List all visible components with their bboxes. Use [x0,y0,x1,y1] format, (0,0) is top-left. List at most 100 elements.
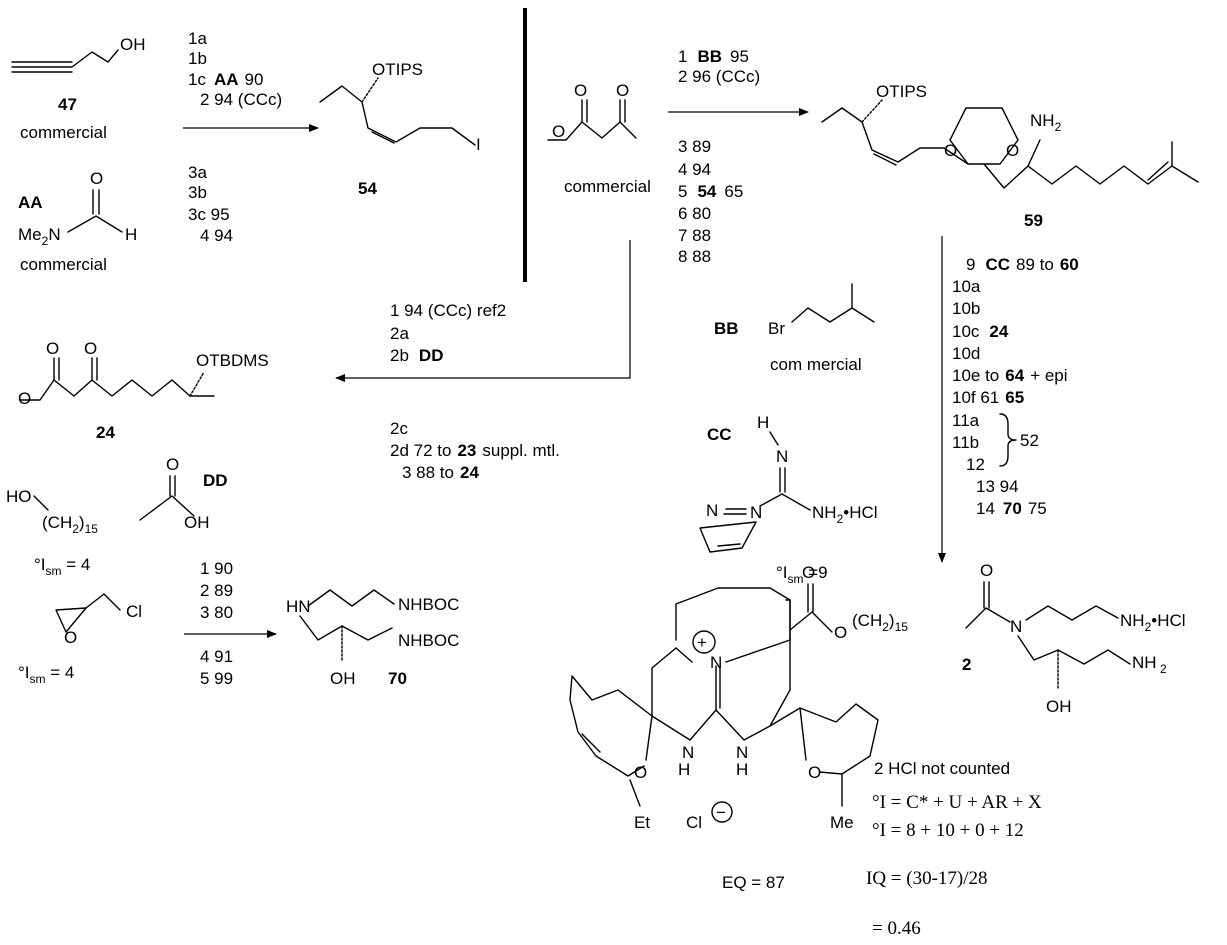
reagent-label-aa: AA [18,193,43,212]
compound-label-2: 2 [962,655,971,674]
reagent-aa: AA O Me2N H commercial [18,169,137,274]
svg-text:Cl: Cl [686,813,702,832]
svg-text:10b: 10b [952,299,980,318]
svg-text:10a: 10a [952,277,981,296]
svg-text:13 94: 13 94 [976,477,1019,496]
svg-text:OH: OH [1046,697,1072,716]
svg-text:10d: 10d [952,344,980,363]
svg-text:3b: 3b [188,183,207,202]
atom-ch2-15: (CH2)15 [42,513,98,536]
reagent-label-cc: CC [707,425,732,444]
source-label: commercial [564,177,651,196]
svg-text:1 90: 1 90 [200,559,233,578]
formula-line-2: °I = 8 + 10 + 0 + 12 [872,820,1024,841]
svg-text:Me: Me [830,813,854,832]
svg-text:Et: Et [634,813,650,832]
compound-label-59: 59 [1024,211,1043,230]
atom-oh: OH [120,35,146,54]
svg-text:5 99: 5 99 [200,669,233,688]
atom-o: O [90,169,103,188]
source-label: com mercial [770,355,862,374]
svg-text:O: O [808,763,821,782]
compound-label-47: 47 [58,95,77,114]
svg-text:−: − [716,803,726,822]
source-label: commercial [20,123,107,142]
svg-text:52: 52 [1020,431,1039,450]
svg-text:2 96 (CCc): 2 96 (CCc) [678,67,760,86]
atom-me2n: Me2N [18,225,61,248]
atom-ch2-15-final: (CH2)15 [852,611,908,634]
structure-24: O O O OTBDMS 24 [18,339,269,442]
svg-text:NHBOC: NHBOC [398,595,459,614]
structure-54: OTIPS I 54 [319,60,481,198]
ism-cc: °Ism =9 [776,563,828,586]
reagent-bb: BB Br com mercial [714,283,875,374]
svg-text:4 94: 4 94 [200,226,233,245]
svg-text:3c 95: 3c 95 [188,205,230,224]
svg-text:4 94: 4 94 [678,160,711,179]
svg-text:Cl: Cl [126,602,142,621]
svg-text:Br: Br [768,319,785,338]
svg-text:O: O [552,122,565,141]
svg-text:NHBOC: NHBOC [398,631,459,650]
svg-text:N: N [750,503,762,522]
compound-label-70: 70 [388,669,407,688]
svg-text:1a: 1a [188,29,207,48]
structure-epichlorohydrin: O Cl °Ism = 4 [18,593,142,686]
svg-text:4 91: 4 91 [200,647,233,666]
steps-to-70: 1 90 2 89 3 80 4 91 5 99 [200,559,233,688]
svg-text:O: O [944,141,957,160]
compound-label-54: 54 [358,179,377,198]
svg-text:7 88: 7 88 [678,226,711,245]
svg-text:OH: OH [330,669,356,688]
source-label: commercial [20,255,107,274]
svg-text:1 94 (CCc) ref2: 1 94 (CCc) ref2 [390,301,506,320]
reagent-label-bb: BB [714,319,739,338]
eq-value: EQ = 87 [722,873,785,892]
svg-text:HO: HO [6,487,32,506]
svg-text:O: O [46,339,59,358]
svg-text:2a: 2a [390,324,409,343]
atom-nh2-hcl: NH2•HCl [812,503,878,526]
atom-otips: OTIPS [876,82,927,101]
svg-text:O: O [64,628,77,647]
svg-text:12: 12 [966,455,985,474]
svg-text:6 80: 6 80 [678,204,711,223]
svg-text:1b: 1b [188,49,207,68]
formula-line-1: °I = C* + U + AR + X [872,792,1042,813]
structure-methyl-acetoacetate: O O O commercial [547,81,651,196]
svg-text:H: H [757,413,769,432]
svg-text:+: + [697,633,707,652]
svg-text:H: H [678,760,690,779]
ism-dd: °Ism = 4 [34,555,90,578]
atom-otbdms: OTBDMS [196,351,269,370]
reagent-label-dd: DD [203,471,228,490]
svg-text:NH: NH [1132,653,1157,672]
arrow-to-24 [335,240,631,382]
reagent-dd: DD O HO (CH2)15 OH °Ism = 4 [6,455,228,578]
atom-otips: OTIPS [372,60,423,79]
svg-text:N: N [776,447,788,466]
svg-text:N: N [682,743,694,762]
svg-text:O: O [980,561,993,580]
svg-text:2: 2 [1160,662,1167,676]
ism-epi: °Ism = 4 [18,663,74,686]
svg-text:O: O [802,563,815,582]
svg-text:11a: 11a [952,411,980,430]
atom-i: I [476,135,481,154]
svg-text:3 80: 3 80 [200,603,233,622]
compound-label-24: 24 [96,423,115,442]
iq-result: = 0.46 [872,918,921,939]
svg-text:OH: OH [184,513,210,532]
